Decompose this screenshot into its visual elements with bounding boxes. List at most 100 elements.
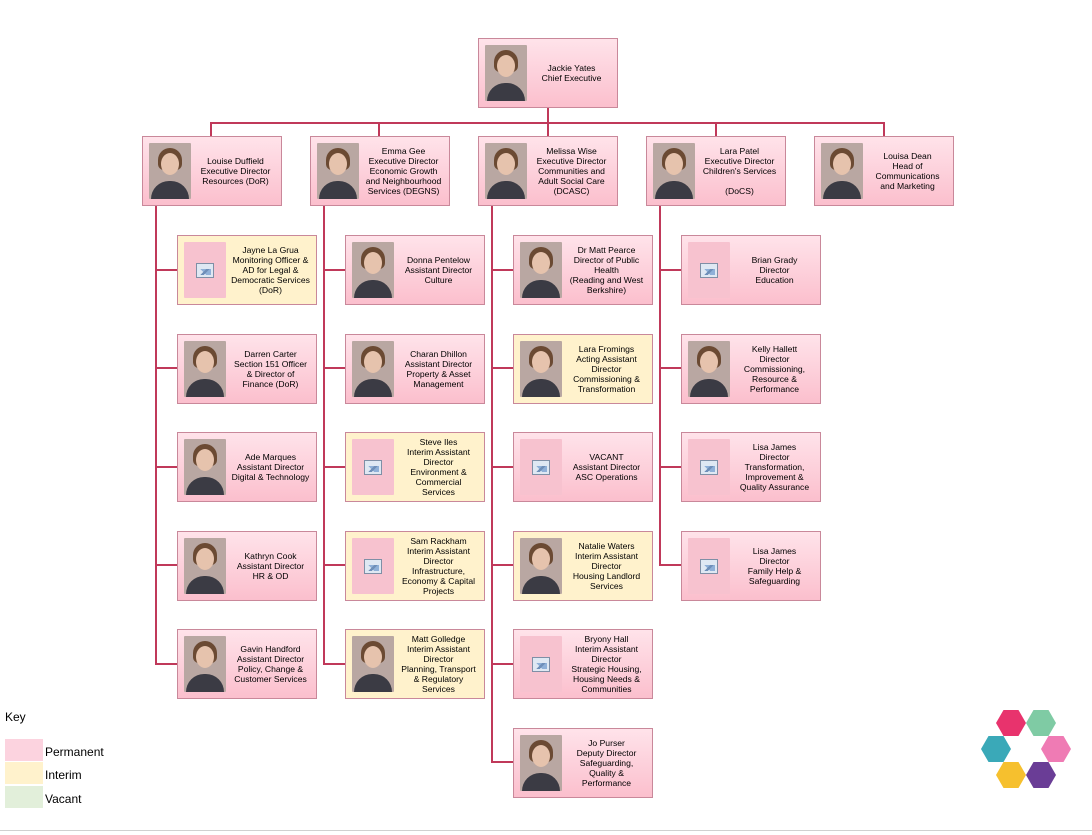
role-line: Services (DEGNS) — [367, 186, 440, 196]
legend-item-vacant: Vacant — [5, 786, 125, 808]
role-line: Executive Director — [368, 156, 439, 166]
person-name: Melissa Wise — [546, 146, 597, 156]
role-line: Communications — [875, 171, 940, 181]
person-name: Emma Gee — [381, 146, 426, 156]
role-line: Finance (DoR) — [242, 379, 299, 389]
portrait-photo — [520, 538, 562, 594]
logo-hexagon — [996, 762, 1026, 788]
person-name: Lisa James — [752, 442, 797, 452]
portrait-photo — [520, 341, 562, 397]
role-line: Quality & — [589, 768, 624, 778]
role-line: Property & Asset — [406, 369, 471, 379]
role-line: Assistant Director — [236, 654, 305, 664]
role-line: Housing Needs & — [573, 674, 640, 684]
role-line: (Reading and West — [569, 275, 644, 285]
image-placeholder-icon — [520, 439, 562, 495]
role-line: Assistant Director — [236, 561, 305, 571]
role-line: HR & OD — [252, 571, 289, 581]
role-line: Director — [759, 265, 790, 275]
person-name: Jo Purser — [588, 738, 625, 748]
role-line: Director — [591, 561, 622, 571]
portrait-photo — [688, 341, 730, 397]
role-line: Interim Assistant — [406, 447, 471, 457]
role-line: Director — [759, 556, 790, 566]
person-name: Brian Grady — [751, 255, 798, 265]
role-line: Acting Assistant — [576, 354, 637, 364]
role-line: Interim Assistant — [406, 644, 471, 654]
portrait-photo — [184, 439, 226, 495]
role-line: & Director of — [246, 369, 295, 379]
role-line: Resource & — [752, 374, 797, 384]
role-line: Interim Assistant — [574, 644, 639, 654]
person-name: Donna Pentelow — [406, 255, 471, 265]
role-line: Resources (DoR) — [202, 176, 269, 186]
person-name: Bryony Hall — [584, 634, 629, 644]
person-name: Charan Dhillon — [410, 349, 467, 359]
person-name: Matt Golledge — [411, 634, 466, 644]
portrait-photo — [520, 242, 562, 298]
role-line: Health — [594, 265, 619, 275]
role-line: Interim Assistant — [406, 546, 471, 556]
role-line: Communities — [581, 684, 632, 694]
person-name: Lisa James — [752, 546, 797, 556]
role-line: Children's Services — [702, 166, 777, 176]
legend-swatch-permanent — [5, 739, 43, 761]
role-line: Director — [759, 452, 790, 462]
role-line: Director — [591, 364, 622, 374]
role-line: Section 151 Officer — [234, 359, 307, 369]
role-line: and Marketing — [880, 181, 935, 191]
role-line: Strategic Housing, — [571, 664, 642, 674]
role-line: Projects — [422, 586, 455, 596]
person-name: Gavin Handford — [240, 644, 301, 654]
role-line: Improvement & — [745, 472, 804, 482]
role-line: Management — [413, 379, 464, 389]
role-line: Deputy Director — [576, 748, 637, 758]
role-line: Democratic Services — [231, 275, 310, 285]
role-line: Executive Director — [536, 156, 607, 166]
logo-hexagon — [1026, 762, 1056, 788]
legend-title: Key — [5, 710, 26, 724]
portrait-photo — [653, 143, 695, 199]
portrait-photo — [485, 143, 527, 199]
role-line: Transformation, — [744, 462, 805, 472]
role-line: Education — [755, 275, 794, 285]
legend-label-interim: Interim — [45, 768, 82, 782]
role-line: Assistant Director — [404, 359, 473, 369]
role-line: Assistant Director — [236, 462, 305, 472]
legend-swatch-vacant — [5, 786, 43, 808]
role-line: Performance — [581, 778, 632, 788]
person-name: Kelly Hallett — [751, 344, 798, 354]
legend-label-permanent: Permanent — [45, 745, 104, 759]
role-line: Customer Services — [234, 674, 307, 684]
logo-hexagon — [1026, 710, 1056, 736]
role-line: Adult Social Care — [538, 176, 605, 186]
person-name: Kathryn Cook — [244, 551, 297, 561]
person-name: Louisa Dean — [883, 151, 932, 161]
